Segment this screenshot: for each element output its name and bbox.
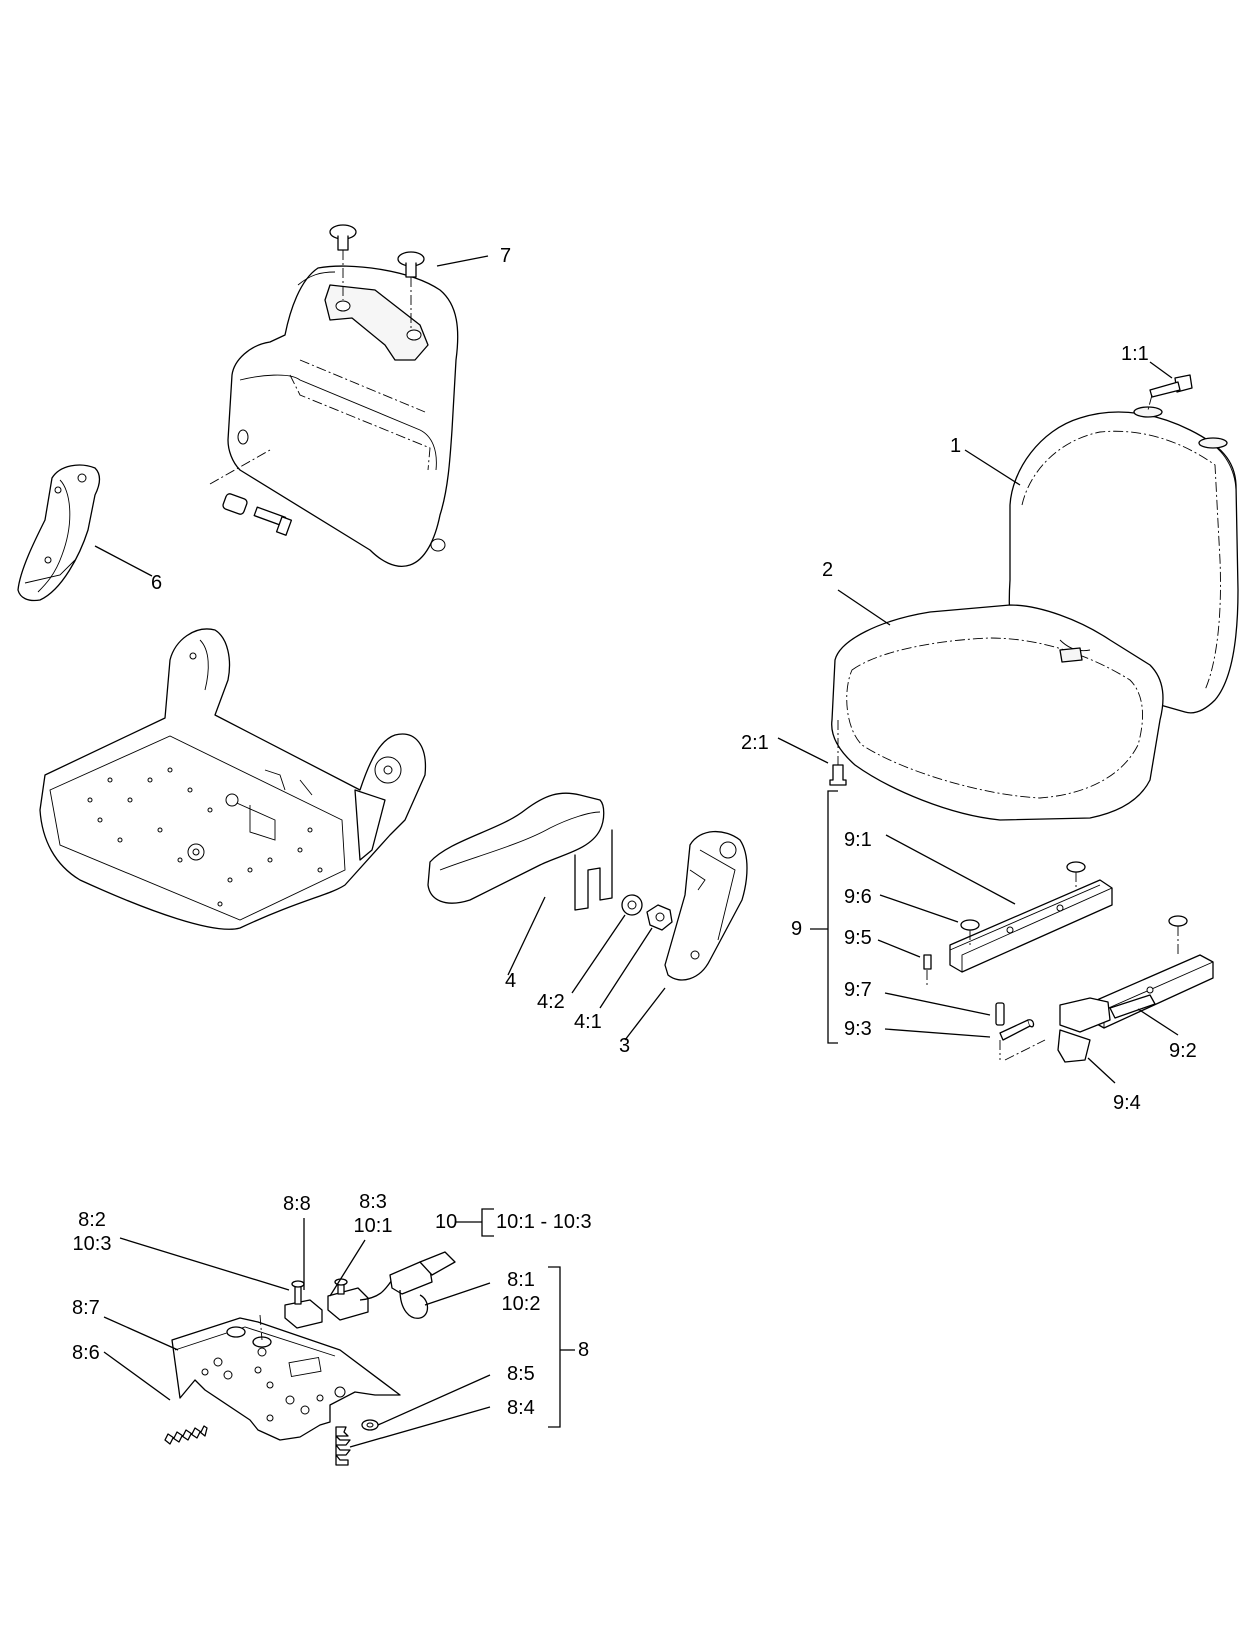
bracket-8 [548, 1266, 561, 1428]
switch-spacer-8-8 [284, 1280, 323, 1329]
callout-8-2: 8:2 [78, 1209, 106, 1231]
callout-4-2: 4:2 [537, 991, 565, 1013]
callout-7: 7 [500, 245, 512, 267]
callout-10-3: 10:3 [72, 1233, 112, 1255]
armrest [427, 792, 613, 911]
seat-pan-frame [39, 628, 427, 930]
side-trim-panel [17, 464, 101, 602]
callout-9-6: 9:6 [844, 886, 872, 908]
callout-3: 3 [619, 1035, 631, 1057]
callout-4: 4 [505, 970, 517, 992]
knob-fastener-right [397, 251, 425, 330]
back-pivot-bolt [209, 449, 293, 536]
seat-switch-8-3 [327, 1278, 369, 1321]
grommet-8-5 [361, 1419, 379, 1431]
callout-10-1: 10:1 [353, 1215, 393, 1237]
knob-fastener-left [329, 224, 357, 300]
callout-1-1: 1:1 [1121, 343, 1149, 365]
callout-8-1-10-2: 8:1 10:2 [495, 1268, 547, 1316]
callout-6: 6 [151, 572, 163, 594]
callout-9-1: 9:1 [844, 829, 872, 851]
callout-8-4: 8:4 [507, 1397, 535, 1419]
seat-bottom-cushion [831, 604, 1164, 821]
callout-10-2: 10:2 [501, 1293, 541, 1315]
nut-4-1 [646, 904, 673, 931]
washer-4-2 [621, 894, 643, 916]
switch-mount-plate [171, 1317, 401, 1441]
switch-harness-8-1 [359, 1251, 456, 1319]
slide-rail-left [949, 879, 1113, 973]
callout-8-5: 8:5 [507, 1363, 535, 1385]
bracket-9 [827, 790, 838, 1044]
callout-8-7: 8:7 [72, 1297, 100, 1319]
callout-9-7: 9:7 [844, 979, 872, 1001]
callout-9-5: 9:5 [844, 927, 872, 949]
callout-4-1: 4:1 [574, 1011, 602, 1033]
callout-2-1: 2:1 [741, 732, 769, 754]
callout-9: 9 [791, 918, 803, 940]
grommet-8-7 [226, 1314, 272, 1348]
cushion-fastener-2-1 [829, 720, 847, 786]
callout-8-1: 8:1 [507, 1269, 535, 1291]
callout-9-4: 9:4 [1113, 1092, 1141, 1114]
callout-8: 8 [578, 1339, 590, 1361]
washer-9-6-right [1066, 861, 1188, 955]
callout-8-2-10-3: 8:2 10:3 [62, 1208, 122, 1256]
lever-9-3 [999, 1019, 1046, 1061]
spring-8-6 [164, 1425, 208, 1445]
seat-back-mount-plate [324, 284, 429, 361]
callout-8-3: 8:3 [359, 1191, 387, 1213]
callout-8-8: 8:8 [283, 1193, 311, 1215]
spring-8-4 [335, 1426, 351, 1466]
callout-9-2: 9:2 [1169, 1040, 1197, 1062]
washer-9-6-left [960, 919, 980, 948]
screw-9-5 [923, 954, 932, 985]
pin-9-7 [995, 1002, 1005, 1026]
callout-2: 2 [822, 559, 834, 581]
callout-8-6: 8:6 [72, 1342, 100, 1364]
bracket-10 [456, 1208, 494, 1237]
callout-10: 10 [435, 1211, 458, 1233]
callout-10-range: 10:1 - 10:3 [496, 1211, 592, 1233]
slide-latch [1057, 994, 1156, 1063]
callout-1: 1 [950, 435, 962, 457]
armrest-bracket [664, 830, 748, 981]
callout-8-3-10-1: 8:3 10:1 [347, 1190, 399, 1238]
bolt-1-1 [1147, 374, 1193, 411]
callout-9-3: 9:3 [844, 1018, 872, 1040]
